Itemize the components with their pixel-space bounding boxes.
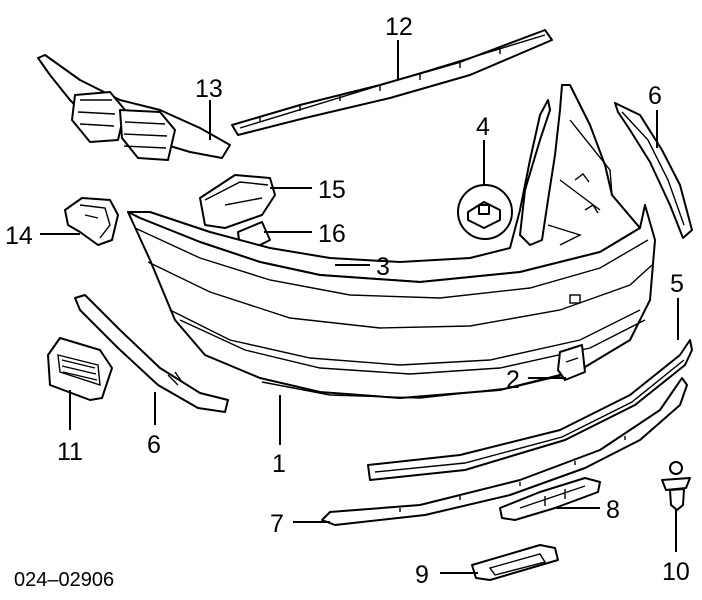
leader-lines — [40, 40, 679, 574]
callout-8: 8 — [606, 496, 620, 524]
callout-6-left: 6 — [147, 431, 161, 459]
callout-4: 4 — [476, 113, 490, 141]
part-5-lower-trim-strip — [367, 339, 693, 481]
part-9-mounting-plate — [471, 544, 559, 581]
callout-14: 14 — [5, 222, 33, 250]
callout-1: 1 — [272, 450, 286, 478]
callout-16: 16 — [318, 220, 346, 248]
callout-7: 7 — [270, 510, 284, 538]
part-1-bumper-cover — [127, 84, 656, 399]
part-7-spoiler-strip — [321, 377, 688, 526]
callout-3: 3 — [376, 253, 390, 281]
part-6-left-lower-strip — [74, 294, 229, 413]
callout-2: 2 — [506, 366, 520, 394]
part-2-cover-plate — [557, 344, 586, 381]
callout-labels: 12 13 4 6 15 14 16 3 5 2 11 6 1 7 8 9 10… — [5, 13, 690, 591]
callout-6-right: 6 — [648, 82, 662, 110]
part-4-clip-nut — [457, 184, 513, 240]
figure-number: 024–02906 — [14, 569, 114, 591]
part-14-side-bracket — [64, 197, 119, 246]
callout-15: 15 — [318, 176, 346, 204]
part-12-upper-trim-strip — [231, 29, 553, 136]
callout-5: 5 — [670, 270, 684, 298]
part-11-grille-insert — [47, 337, 113, 401]
callout-12: 12 — [385, 13, 413, 41]
part-15-clip-block — [199, 174, 276, 229]
part-6-right-side-trim — [614, 102, 693, 239]
callout-11: 11 — [57, 438, 83, 466]
callout-9: 9 — [415, 561, 429, 589]
part-10-push-rivet — [661, 461, 691, 511]
part-13-mounting-bracket — [37, 54, 231, 161]
part-8-tow-hook-cover — [499, 477, 601, 521]
callout-13: 13 — [195, 75, 223, 103]
callout-10: 10 — [662, 558, 690, 586]
